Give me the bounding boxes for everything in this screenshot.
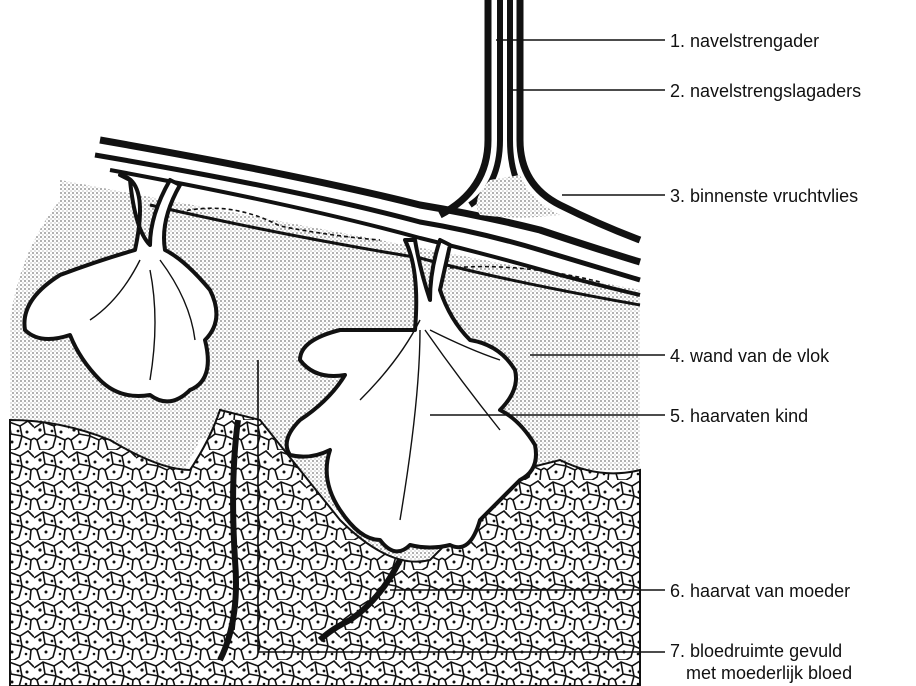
label-binnenste-vruchtvlies: 3. binnenste vruchtvlies [670,185,858,207]
label-navelstrengslagaders: 2. navelstrengslagaders [670,80,861,102]
label-wand-van-de-vlok: 4. wand van de vlok [670,345,829,367]
label-haarvaten-kind: 5. haarvaten kind [670,405,808,427]
label-navelstrengader: 1. navelstrengader [670,30,819,52]
label-haarvat-van-moeder: 6. haarvat van moeder [670,580,850,602]
label-bloedruimte-line2: met moederlijk bloed [686,662,852,684]
label-bloedruimte: 7. bloedruimte gevuld [670,640,842,662]
